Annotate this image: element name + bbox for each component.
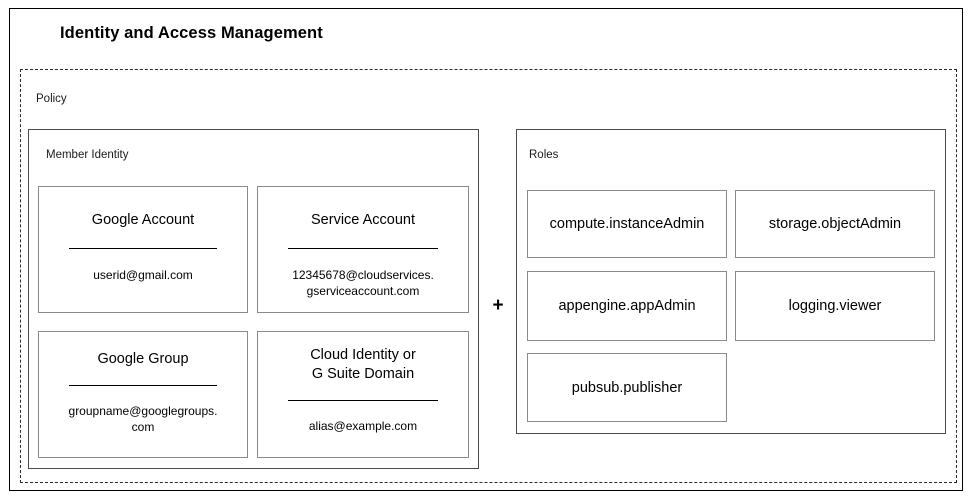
role-card-label: pubsub.publisher	[571, 379, 683, 396]
member-identity-card: Service Account 12345678@cloudservices. …	[257, 186, 469, 313]
policy-label: Policy	[36, 93, 67, 105]
card-divider	[69, 248, 217, 249]
member-card-title: Cloud Identity or G Suite Domain	[310, 347, 416, 382]
member-card-title: Google Account	[91, 212, 195, 228]
member-identity-card: Google Group groupname@googlegroups. com	[38, 331, 248, 458]
member-identity-label: Member Identity	[46, 149, 129, 161]
role-card-label: appengine.appAdmin	[558, 298, 696, 314]
member-card-value: userid@gmail.com	[93, 268, 193, 282]
role-card: compute.instanceAdmin	[527, 190, 727, 258]
member-card-value: 12345678@cloudservices. gserviceaccount.…	[292, 268, 434, 298]
role-card: storage.objectAdmin	[735, 190, 935, 258]
role-card-label: logging.viewer	[788, 298, 882, 314]
member-card-value: groupname@googlegroups. com	[68, 404, 218, 434]
roles-label: Roles	[529, 149, 559, 161]
role-card: pubsub.publisher	[527, 353, 727, 422]
page-title: Identity and Access Management	[60, 24, 323, 42]
role-card: logging.viewer	[735, 271, 935, 341]
plus-operator-icon: +	[492, 295, 504, 316]
member-card-title: Google Group	[97, 351, 189, 367]
role-card: appengine.appAdmin	[527, 271, 727, 341]
member-identity-card: Cloud Identity or G Suite Domain alias@e…	[257, 331, 469, 458]
role-card-label: compute.instanceAdmin	[549, 216, 705, 232]
policy-container	[20, 69, 957, 483]
member-card-value: alias@example.com	[308, 419, 418, 433]
member-identity-card: Google Account userid@gmail.com	[38, 186, 248, 313]
member-card-title: Service Account	[311, 212, 415, 228]
role-card-label: storage.objectAdmin	[768, 216, 902, 232]
card-divider	[288, 248, 438, 249]
card-divider	[288, 400, 438, 401]
card-divider	[69, 385, 217, 386]
